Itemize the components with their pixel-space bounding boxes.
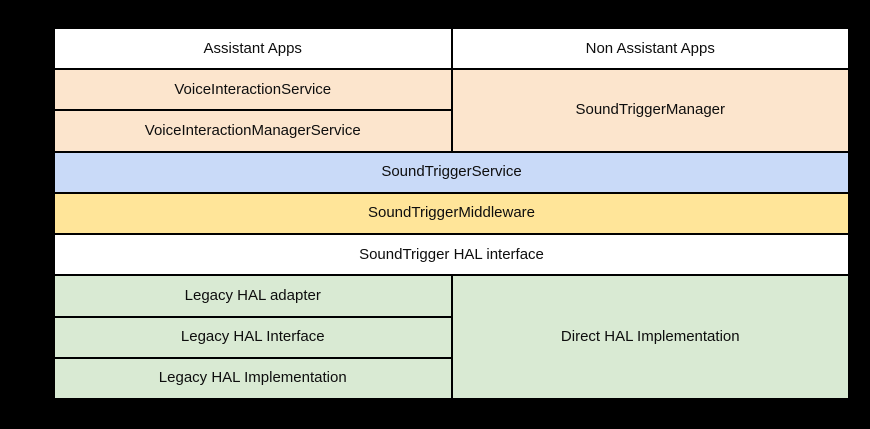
block-voice-interaction-service-label: VoiceInteractionService	[174, 80, 332, 98]
block-sound-trigger-service-label: SoundTriggerService	[381, 163, 522, 181]
block-legacy-hal-interface-label: Legacy HAL Interface	[180, 328, 325, 346]
block-voice-interaction-manager-service: VoiceInteractionManagerService	[55, 111, 451, 151]
block-direct-hal-implementation-label: Direct HAL Implementation	[560, 328, 740, 346]
block-voice-interaction-manager-service-label: VoiceInteractionManagerService	[144, 122, 361, 140]
block-sound-trigger-hal-interface: SoundTrigger HAL interface	[55, 235, 848, 275]
block-assistant-apps-label: Assistant Apps	[203, 39, 302, 57]
block-sound-trigger-manager-label: SoundTriggerManager	[575, 101, 726, 119]
block-non-assistant-apps: Non Assistant Apps	[452, 29, 848, 69]
block-assistant-apps: Assistant Apps	[55, 29, 451, 69]
block-legacy-hal-adapter: Legacy HAL adapter	[55, 276, 451, 316]
soundtrigger-stack-diagram: Assistant Apps Non Assistant Apps VoiceI…	[53, 27, 850, 400]
block-direct-hal-implementation: Direct HAL Implementation	[452, 276, 848, 398]
block-sound-trigger-hal-interface-label: SoundTrigger HAL interface	[359, 245, 544, 263]
block-voice-interaction-service: VoiceInteractionService	[55, 70, 451, 110]
block-legacy-hal-implementation-label: Legacy HAL Implementation	[158, 369, 347, 387]
block-legacy-hal-interface: Legacy HAL Interface	[55, 317, 451, 357]
block-sound-trigger-middleware-label: SoundTriggerMiddleware	[367, 204, 536, 222]
block-sound-trigger-manager: SoundTriggerManager	[452, 70, 848, 151]
block-sound-trigger-service: SoundTriggerService	[55, 152, 848, 192]
block-sound-trigger-middleware: SoundTriggerMiddleware	[55, 193, 848, 234]
block-legacy-hal-implementation: Legacy HAL Implementation	[55, 358, 451, 398]
block-non-assistant-apps-label: Non Assistant Apps	[585, 39, 715, 57]
block-legacy-hal-adapter-label: Legacy HAL adapter	[184, 286, 321, 304]
